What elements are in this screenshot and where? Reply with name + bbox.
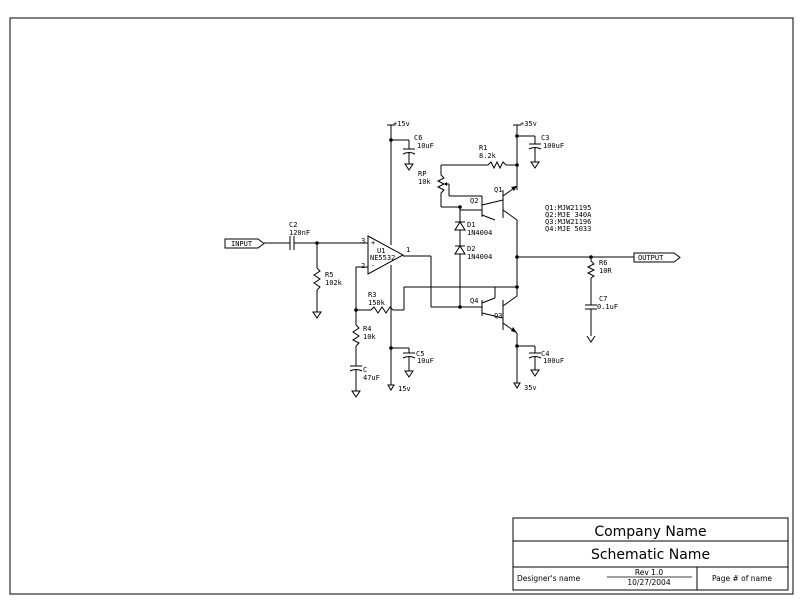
d2-ref: D2 bbox=[467, 245, 475, 253]
c2-value: 120nF bbox=[289, 229, 310, 237]
page-number: Page # of name bbox=[712, 574, 772, 583]
rp-value: 10k bbox=[418, 178, 431, 186]
sheet-border bbox=[9, 17, 794, 595]
pos35-label: +35v bbox=[520, 120, 537, 128]
transistor-q3: Q3 bbox=[494, 295, 518, 334]
revision: Rev 1.0 bbox=[635, 568, 663, 577]
capacitor-c: C 47uF bbox=[349, 346, 380, 398]
resistor-r3: R3 150k bbox=[368, 291, 394, 314]
c3-ref: C3 bbox=[541, 134, 549, 142]
capacitor-c2: C2 120nF bbox=[289, 221, 310, 250]
c7-ref: C7 bbox=[599, 295, 607, 303]
c3-value: 100uF bbox=[543, 142, 564, 150]
supply-pos15: +15v bbox=[387, 120, 410, 130]
parts-list-item: Q2:MJE 340A bbox=[545, 211, 592, 219]
rp-ref: RP bbox=[418, 170, 426, 178]
u1-ref: U1 bbox=[377, 247, 385, 255]
capacitor-c5: C5 10uF bbox=[402, 348, 434, 378]
c-ref: C bbox=[363, 366, 367, 374]
title-block: Company Name Schematic Name Designer's n… bbox=[512, 517, 789, 591]
c5-ref: C5 bbox=[416, 350, 424, 358]
opamp-plus-pin: + bbox=[371, 239, 375, 247]
c4-ref: C4 bbox=[541, 350, 549, 358]
supply-neg15: 15v bbox=[387, 384, 411, 393]
r6-ref: R6 bbox=[599, 259, 607, 267]
supply-neg35: 35v bbox=[513, 382, 537, 392]
q2-ref: Q2 bbox=[470, 197, 478, 205]
schematic-name: Schematic Name bbox=[591, 547, 710, 563]
neg15-label: 15v bbox=[398, 385, 411, 393]
c4-value: 100uF bbox=[543, 357, 564, 365]
output-port: OUTPUT bbox=[633, 252, 681, 263]
supply-pos35: +35v bbox=[513, 120, 537, 130]
opamp-u1: + - U1 NE5532 3 2 1 bbox=[361, 235, 410, 275]
r5-value: 102k bbox=[325, 279, 343, 287]
resistor-r6: R6 10R bbox=[586, 257, 612, 279]
c6-ref: C6 bbox=[414, 134, 422, 142]
company-name: Company Name bbox=[594, 524, 706, 540]
r3-ref: R3 bbox=[368, 291, 376, 299]
transistor-q2: Q2 bbox=[470, 197, 504, 221]
q1-ref: Q1 bbox=[494, 186, 502, 194]
u1-value: NE5532 bbox=[370, 254, 395, 262]
q4-ref: Q4 bbox=[470, 297, 478, 305]
d1-ref: D1 bbox=[467, 221, 475, 229]
diode-d2: D2 1N4004 bbox=[454, 245, 492, 261]
capacitor-c3: C3 100uF bbox=[528, 134, 564, 169]
parts-list-item: Q4:MJE 5033 bbox=[545, 225, 591, 233]
r6-value: 10R bbox=[599, 267, 612, 275]
diode-d1: D1 1N4004 bbox=[454, 221, 492, 237]
neg35-label: 35v bbox=[524, 384, 537, 392]
c-value: 47uF bbox=[363, 374, 380, 382]
d2-value: 1N4004 bbox=[467, 253, 492, 261]
designer-name: Designer's name bbox=[517, 574, 581, 583]
output-port-label: OUTPUT bbox=[638, 254, 664, 262]
c6-value: 10uF bbox=[417, 142, 434, 150]
parts-list-item: Q3:MJW21196 bbox=[545, 218, 591, 226]
capacitor-c6: C6 10uF bbox=[402, 134, 434, 171]
pos15-label: +15v bbox=[393, 120, 410, 128]
r1-value: 8.2k bbox=[479, 152, 497, 160]
c2-ref: C2 bbox=[289, 221, 297, 229]
input-port: INPUT bbox=[224, 238, 265, 249]
ground-symbol bbox=[312, 311, 322, 319]
capacitor-c4: C4 100uF bbox=[528, 346, 564, 377]
input-port-label: INPUT bbox=[231, 240, 253, 248]
r4-value: 10k bbox=[363, 333, 376, 341]
r1-ref: R1 bbox=[479, 144, 487, 152]
r4-ref: R4 bbox=[363, 325, 371, 333]
c7-value: 0.1uF bbox=[597, 303, 618, 311]
parts-list-item: Q1:MJW21195 bbox=[545, 204, 591, 212]
resistor-r5: R5 102k bbox=[313, 243, 343, 312]
r5-ref: R5 bbox=[325, 271, 333, 279]
q3-ref: Q3 bbox=[494, 312, 502, 320]
potentiometer-rp: RP 10k bbox=[418, 165, 449, 207]
c5-value: 10uF bbox=[417, 357, 434, 365]
pin-1: 1 bbox=[406, 246, 410, 254]
parts-list: Q1:MJW21195 Q2:MJE 340A Q3:MJW21196 Q4:M… bbox=[545, 204, 592, 233]
r3-value: 150k bbox=[368, 299, 386, 307]
pin-2: 2 bbox=[361, 262, 365, 270]
capacitor-c7: C7 0.1uF bbox=[585, 278, 618, 343]
opamp-minus-pin: - bbox=[371, 262, 375, 270]
transistor-q4: Q4 bbox=[470, 297, 504, 319]
d1-value: 1N4004 bbox=[467, 229, 492, 237]
resistor-r1: R1 8.2k bbox=[479, 144, 507, 170]
resistor-r4: R4 10k bbox=[352, 310, 376, 347]
transistor-q1: Q1 bbox=[494, 185, 518, 221]
pin-3: 3 bbox=[361, 237, 365, 245]
date: 10/27/2004 bbox=[627, 578, 670, 587]
